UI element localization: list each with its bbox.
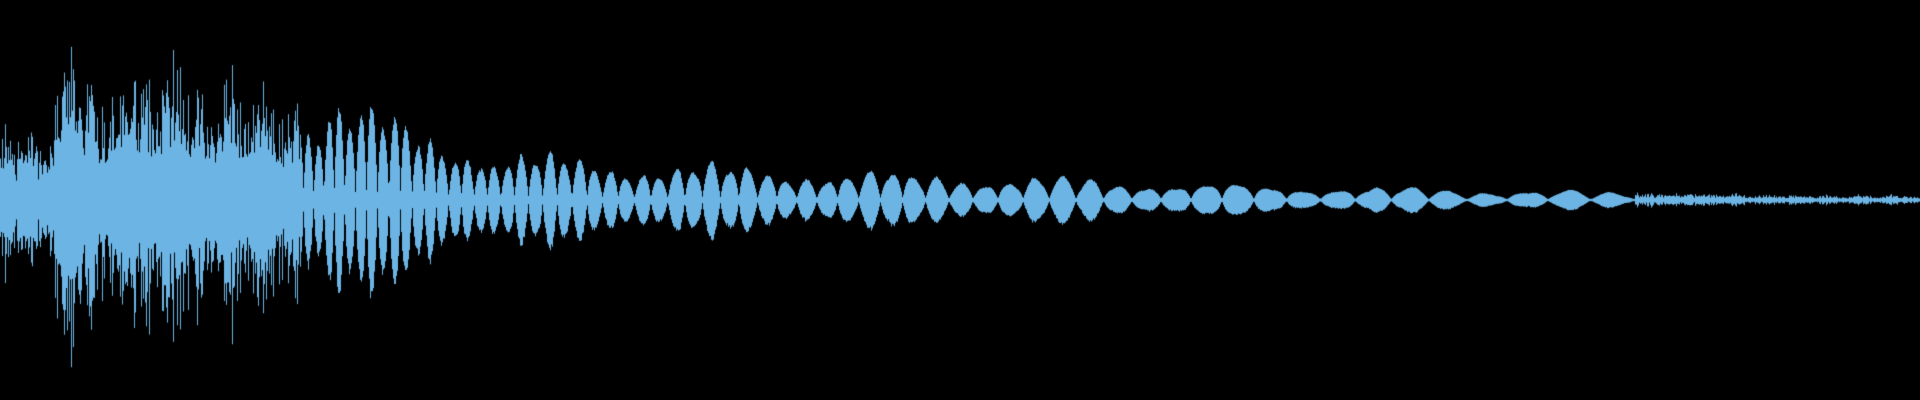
- waveform-canvas[interactable]: [0, 0, 1920, 400]
- waveform-viewer[interactable]: [0, 0, 1920, 400]
